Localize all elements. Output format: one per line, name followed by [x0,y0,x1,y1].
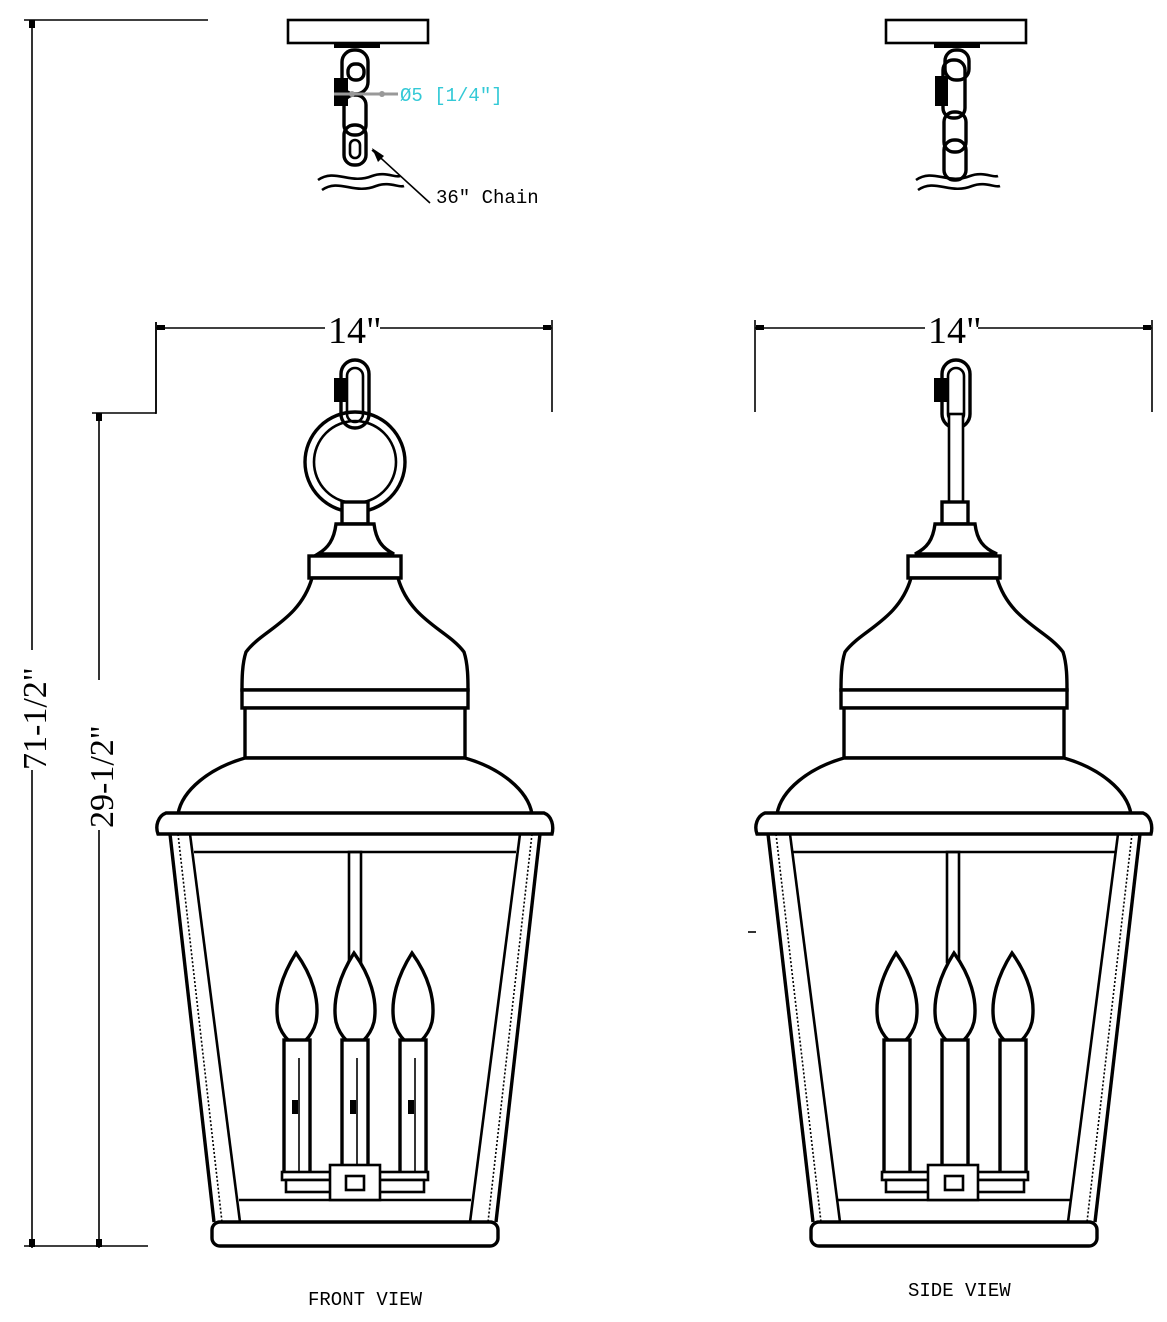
front-width-label: 14" [328,310,382,352]
overall-height-dimension [24,19,208,1248]
side-view-label: SIDE VIEW [908,1280,1011,1302]
side-view: 14" [748,18,1154,1302]
chain-icon [334,48,370,167]
front-view: Ø5 [1/4"] 36" Chain 14" [155,18,555,1311]
front-view-label: FRONT VIEW [308,1289,423,1311]
ceiling-canopy [286,18,430,45]
chain-icon [935,48,971,182]
candle-cluster [275,949,435,1202]
fixture-height-label: 29-1/2" [84,725,121,828]
chain-length-annotation: 36" Chain [436,187,539,209]
side-width-label: 14" [928,310,982,352]
overall-height-label: 71-1/2" [17,667,54,770]
chain-diameter-annotation: Ø5 [1/4"] [400,85,503,107]
candle-cluster [875,949,1035,1202]
